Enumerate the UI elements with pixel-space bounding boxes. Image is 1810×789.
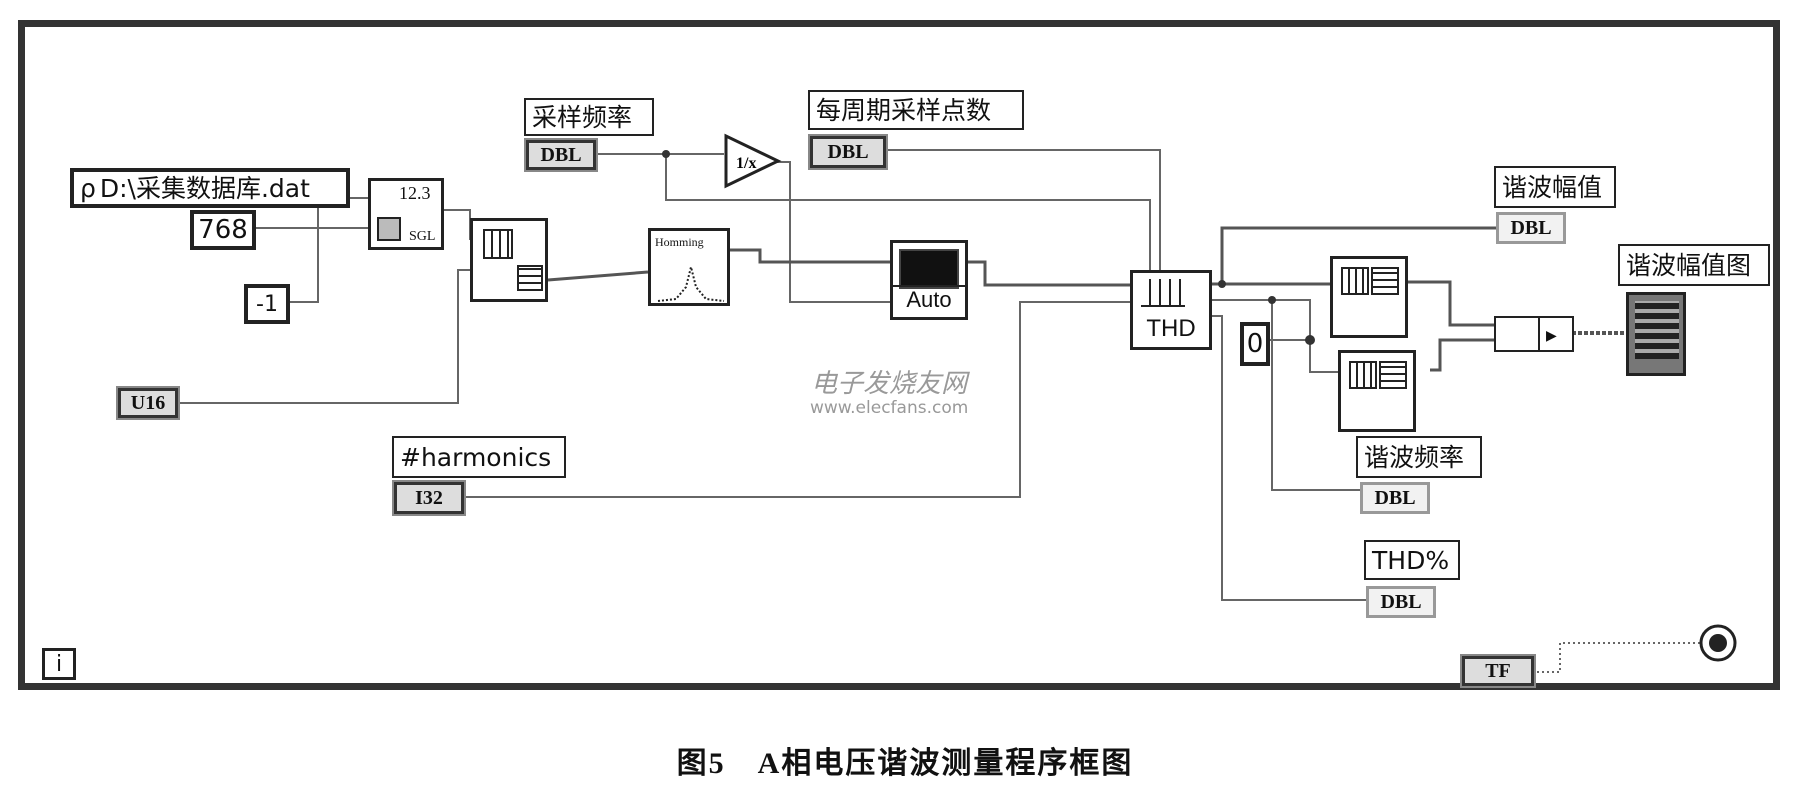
- bundle-divider: [1538, 318, 1540, 350]
- wire-u16: [175, 269, 470, 404]
- array-grid-icon: [483, 229, 513, 259]
- constant-neg1[interactable]: -1: [244, 284, 290, 324]
- wire-idx2-bundle: [1430, 338, 1496, 372]
- harmonics-label: #harmonics: [392, 436, 566, 478]
- reciprocal-node: 1/x: [724, 133, 782, 189]
- watermark-cn: 电子发烧友网: [811, 369, 968, 399]
- wire-tf-stop: [1537, 642, 1702, 673]
- window-curve-icon: [657, 266, 725, 302]
- sample-rate-label: 采样频率: [524, 98, 654, 136]
- harmonic-freq-terminal[interactable]: DBL: [1360, 482, 1430, 514]
- harmonics-terminal[interactable]: I32: [394, 482, 464, 514]
- harmonic-analyzer-node: THD: [1130, 270, 1212, 350]
- power-spectrum-node: Auto: [890, 240, 968, 320]
- while-loop-frame: [18, 20, 1780, 690]
- bundle-arrow-icon: ▶: [1546, 328, 1557, 344]
- wire-amp-out: [1210, 226, 1505, 286]
- wire-points-thd: [888, 149, 1161, 272]
- stop-button-icon: [1699, 624, 1737, 662]
- index-grid-icon-b: [1371, 267, 1399, 295]
- wire-neg1: [290, 200, 319, 303]
- wire-sample-rate-thd: [665, 154, 1151, 272]
- read-type-label: SGL: [409, 229, 436, 244]
- floppy-icon: [377, 217, 401, 241]
- wire-idx1-bundle: [1405, 280, 1496, 327]
- harmonic-amp-terminal[interactable]: DBL: [1496, 212, 1566, 244]
- thd-node-label: THD: [1146, 315, 1196, 342]
- thd-pct-terminal[interactable]: DBL: [1366, 586, 1436, 618]
- monitor-icon: [899, 249, 959, 289]
- harmonic-amp-chart-terminal[interactable]: [1626, 292, 1686, 376]
- svg-text:1/x: 1/x: [736, 155, 756, 172]
- wire-reciprocal-spectrum: [772, 161, 892, 303]
- wire-window-spectrum: [728, 248, 890, 264]
- constant-zero[interactable]: 0: [1240, 322, 1270, 366]
- loop-index-terminal: i: [42, 648, 76, 680]
- wire-spectrum-thd: [966, 260, 1133, 287]
- read-from-file-node: 12.3 SGL: [368, 178, 444, 250]
- analyzer-icon: [1141, 279, 1185, 307]
- wire-array-window: [547, 270, 649, 282]
- path-icon: ⍴: [80, 173, 96, 203]
- constant-768[interactable]: 768: [190, 210, 256, 250]
- hamming-window-node: Homming: [648, 228, 730, 306]
- u16-terminal[interactable]: U16: [118, 388, 178, 418]
- points-per-period-terminal[interactable]: DBL: [810, 136, 886, 168]
- watermark: 电子发烧友网 www.elecfans.com: [810, 370, 968, 417]
- harmonic-amp-chart-label: 谐波幅值图: [1618, 244, 1770, 286]
- index-array-node-2: [1338, 350, 1416, 432]
- window-name: Homming: [655, 235, 704, 249]
- reshape-array-node: [470, 218, 548, 302]
- array-grid-icon-2: [517, 265, 543, 291]
- file-path-text: D:\采集数据库.dat: [99, 173, 310, 203]
- spectrum-mode-label: Auto: [893, 285, 965, 317]
- sample-rate-terminal[interactable]: DBL: [526, 140, 596, 170]
- tf-terminal[interactable]: TF: [1462, 656, 1534, 686]
- thd-pct-label: THD%: [1364, 540, 1460, 580]
- wire-thd-out: [1210, 315, 1366, 601]
- watermark-url: www.elecfans.com: [810, 397, 969, 418]
- wire-harmonics: [460, 301, 1133, 498]
- harmonic-amp-label: 谐波幅值: [1494, 166, 1616, 208]
- bundle-node: ▶: [1494, 316, 1574, 352]
- harmonic-freq-label: 谐波频率: [1356, 436, 1482, 478]
- wire-freq-out: [1210, 299, 1366, 491]
- wire-freq-index: [1272, 299, 1338, 373]
- points-per-period-label: 每周期采样点数: [808, 90, 1024, 130]
- figure-caption: 图5 A相电压谐波测量程序框图: [676, 747, 1134, 780]
- index-grid-icon: [1341, 267, 1369, 295]
- index-grid-icon-2b: [1379, 361, 1407, 389]
- read-number-label: 12.3: [399, 183, 431, 203]
- file-path-constant[interactable]: ⍴D:\采集数据库.dat: [70, 168, 350, 208]
- chart-icon: [1635, 301, 1679, 359]
- index-array-node-1: [1330, 256, 1408, 338]
- index-grid-icon-2: [1349, 361, 1377, 389]
